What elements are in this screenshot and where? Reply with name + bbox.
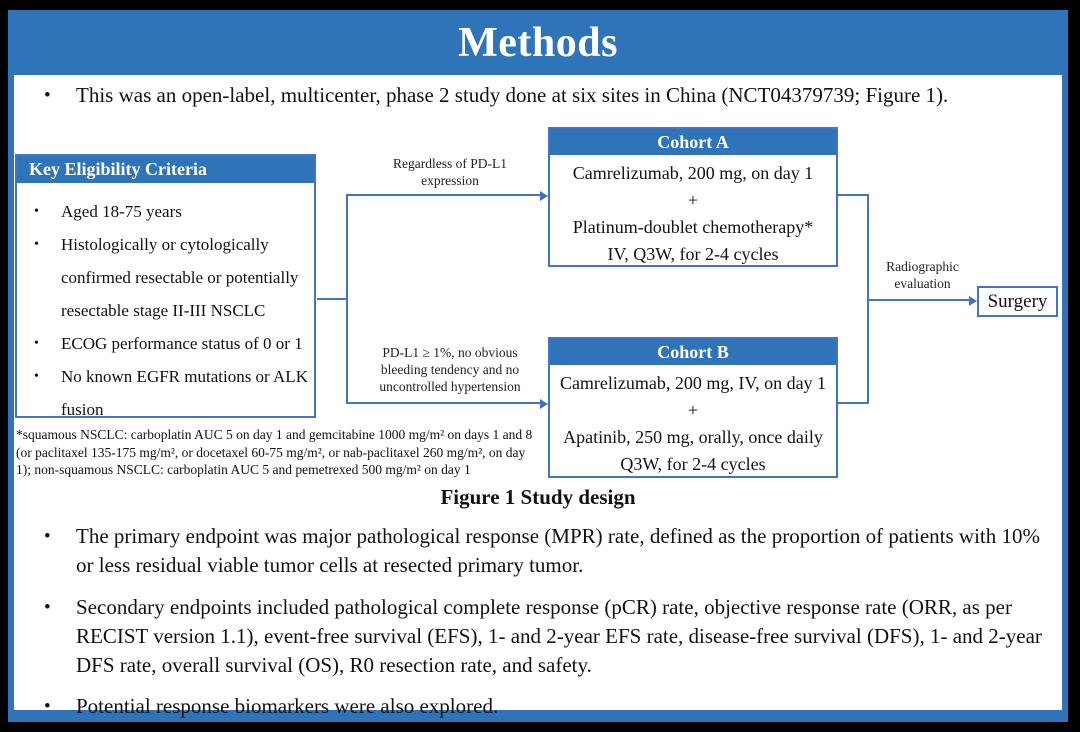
cohort-b-header: Cohort B: [550, 339, 836, 365]
arrowhead-cohort-b-icon: [540, 399, 548, 409]
chemotherapy-footnote: *squamous NSCLC: carboplatin AUC 5 on da…: [16, 427, 533, 477]
bullet-biomarkers: • Potential response biomarkers were als…: [30, 692, 1042, 721]
branch-top-label: Regardless of PD-L1 expression: [393, 156, 507, 188]
connector-to-cohort-b: [346, 402, 541, 404]
cohort-a-line: IV, Q3W, for 2-4 cycles: [607, 244, 779, 264]
cohort-a-line: Platinum-doublet chemotherapy*: [572, 217, 814, 237]
eligibility-box: Key Eligibility Criteria • Aged 18-75 ye…: [15, 154, 316, 419]
eligibility-item-text: Aged 18-75 years: [61, 202, 182, 221]
eligibility-item: • Histologically or cytologically confir…: [17, 228, 314, 327]
eligibility-item-text: Histologically or cytologically confirme…: [61, 235, 299, 320]
bullet-icon: •: [44, 597, 51, 618]
eligibility-item: • ECOG performance status of 0 or 1: [17, 327, 314, 360]
eligibility-item-text: ECOG performance status of 0 or 1: [61, 334, 303, 353]
bullet-text: Potential response biomarkers were also …: [76, 694, 499, 718]
slide-content: • This was an open-label, multicenter, p…: [14, 75, 1062, 718]
title-bar: Methods: [8, 10, 1068, 75]
cohort-a-box: Cohort A Camrelizumab, 200 mg, on day 1 …: [548, 127, 838, 267]
cohort-b-box: Cohort B Camrelizumab, 200 mg, IV, on da…: [548, 337, 838, 478]
connector-branch-vertical: [346, 194, 348, 404]
bullet-icon: •: [34, 237, 39, 252]
connector-cohort-a-out: [838, 194, 869, 196]
eligibility-item: • No known EGFR mutations or ALK fusion: [17, 360, 314, 426]
eligibility-body: • Aged 18-75 years • Histologically or c…: [17, 183, 314, 426]
bullet-icon: •: [44, 85, 51, 106]
eligibility-item-text: No known EGFR mutations or ALK fusion: [61, 367, 308, 419]
bullet-primary-endpoint: • The primary endpoint was major patholo…: [30, 522, 1042, 580]
slide-title: Methods: [458, 19, 618, 66]
figure-caption: Figure 1 Study design: [440, 485, 636, 509]
cohort-a-line: Camrelizumab, 200 mg, on day 1: [572, 163, 814, 183]
eligibility-item: • Aged 18-75 years: [17, 195, 314, 228]
bullet-text: The primary endpoint was major pathologi…: [76, 524, 1041, 577]
connector-to-surgery: [867, 299, 970, 301]
cohort-a-header: Cohort A: [550, 129, 836, 155]
radiographic-evaluation-label: Radiographic evaluation: [886, 259, 959, 291]
bullet-text: This was an open-label, multicenter, pha…: [76, 83, 949, 107]
bullet-icon: •: [34, 336, 39, 351]
bullet-text: Secondary endpoints included pathologica…: [76, 595, 1042, 677]
surgery-box: Surgery: [977, 286, 1058, 317]
connector-cohort-b-out: [838, 402, 869, 404]
arrowhead-cohort-a-icon: [540, 191, 548, 201]
bullet-icon: •: [44, 526, 51, 547]
cohort-b-body: Camrelizumab, 200 mg, IV, on day 1 + Apa…: [550, 365, 836, 478]
arrowhead-surgery-icon: [969, 296, 977, 306]
bullet-study-overview: • This was an open-label, multicenter, p…: [30, 81, 1042, 110]
connector-eligibility-out: [317, 298, 347, 300]
bullet-secondary-endpoints: • Secondary endpoints included pathologi…: [30, 593, 1042, 680]
cohort-b-line: Camrelizumab, 200 mg, IV, on day 1: [559, 373, 827, 393]
bullet-icon: •: [44, 696, 51, 717]
slide: Methods • This was an open-label, multic…: [8, 10, 1068, 722]
plus-sign: +: [687, 400, 699, 420]
branch-bottom-label: PD-L1 ≥ 1%, no obvious bleeding tendency…: [379, 345, 521, 394]
connector-to-cohort-a: [346, 194, 541, 196]
bullet-icon: •: [34, 369, 39, 384]
bullet-icon: •: [34, 204, 39, 219]
eligibility-header: Key Eligibility Criteria: [17, 156, 314, 183]
cohort-b-line: Apatinib, 250 mg, orally, once daily: [563, 427, 823, 447]
cohort-b-line: Q3W, for 2-4 cycles: [620, 454, 766, 474]
cohort-a-body: Camrelizumab, 200 mg, on day 1 + Platinu…: [550, 155, 836, 268]
plus-sign: +: [687, 190, 699, 210]
